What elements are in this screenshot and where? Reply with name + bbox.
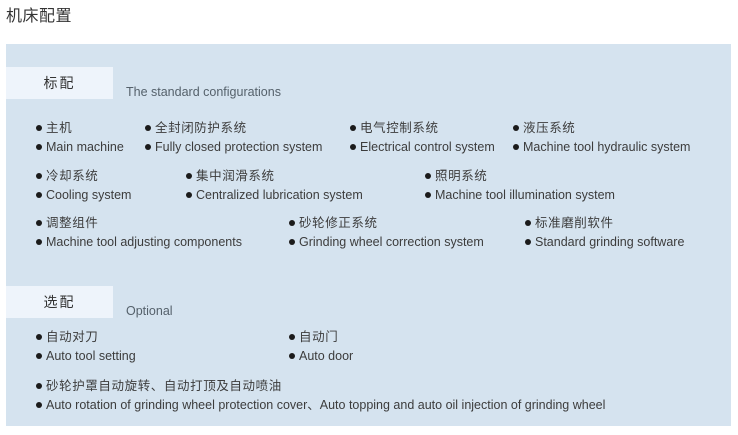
bullet-icon — [36, 125, 42, 131]
bullet-icon — [145, 125, 151, 131]
item-label-en: Machine tool hydraulic system — [513, 138, 690, 157]
bullet-icon — [525, 239, 531, 245]
list-item: 照明系统 Machine tool illumination system — [425, 167, 615, 205]
bullet-icon — [513, 144, 519, 150]
machine-configuration-panel: 标配 The standard configurations 主机 Main m… — [6, 44, 731, 426]
bullet-icon — [36, 353, 42, 359]
bullet-icon — [350, 144, 356, 150]
item-label-en: Cooling system — [36, 186, 131, 205]
item-label-cn: 自动门 — [289, 328, 353, 347]
bullet-icon — [350, 125, 356, 131]
list-item: 冷却系统 Cooling system — [36, 167, 131, 205]
bullet-icon — [36, 173, 42, 179]
item-label-en: Auto rotation of grinding wheel protecti… — [36, 396, 605, 415]
item-label-cn: 自动对刀 — [36, 328, 136, 347]
bullet-icon — [525, 220, 531, 226]
section-badge-standard: 标配 — [6, 67, 113, 99]
list-item: 调整组件 Machine tool adjusting components — [36, 214, 242, 252]
bullet-icon — [186, 192, 192, 198]
item-label-cn: 照明系统 — [425, 167, 615, 186]
list-item: 主机 Main machine — [36, 119, 124, 157]
item-label-en: Machine tool adjusting components — [36, 233, 242, 252]
item-label-en: Auto tool setting — [36, 347, 136, 366]
bullet-icon — [36, 144, 42, 150]
bullet-icon — [289, 220, 295, 226]
bullet-icon — [289, 334, 295, 340]
list-item: 自动对刀 Auto tool setting — [36, 328, 136, 366]
item-label-cn: 砂轮修正系统 — [289, 214, 484, 233]
bullet-icon — [289, 239, 295, 245]
list-item: 全封闭防护系统 Fully closed protection system — [145, 119, 322, 157]
item-label-cn: 冷却系统 — [36, 167, 131, 186]
bullet-icon — [145, 144, 151, 150]
item-label-en: Machine tool illumination system — [425, 186, 615, 205]
list-item: 自动门 Auto door — [289, 328, 353, 366]
item-label-cn: 主机 — [36, 119, 124, 138]
section-badge-optional: 选配 — [6, 286, 113, 318]
section-subtitle-standard: The standard configurations — [126, 85, 281, 99]
item-label-en: Electrical control system — [350, 138, 495, 157]
list-item: 液压系统 Machine tool hydraulic system — [513, 119, 690, 157]
bullet-icon — [36, 402, 42, 408]
item-label-cn: 电气控制系统 — [350, 119, 495, 138]
section-header-standard: 标配 The standard configurations — [6, 67, 731, 99]
list-item: 标准磨削软件 Standard grinding software — [525, 214, 684, 252]
list-item: 砂轮护罩自动旋转、自动打顶及自动喷油 Auto rotation of grin… — [36, 377, 605, 415]
bullet-icon — [425, 173, 431, 179]
list-item: 电气控制系统 Electrical control system — [350, 119, 495, 157]
bullet-icon — [36, 239, 42, 245]
bullet-icon — [425, 192, 431, 198]
item-label-cn: 全封闭防护系统 — [145, 119, 322, 138]
list-item: 集中润滑系统 Centralized lubrication system — [186, 167, 363, 205]
page-title: 机床配置 — [6, 8, 73, 25]
bullet-icon — [36, 192, 42, 198]
item-label-en: Grinding wheel correction system — [289, 233, 484, 252]
section-subtitle-optional: Optional — [126, 304, 173, 318]
item-label-en: Auto door — [289, 347, 353, 366]
bullet-icon — [36, 334, 42, 340]
item-label-en: Standard grinding software — [525, 233, 684, 252]
bullet-icon — [186, 173, 192, 179]
item-label-cn: 调整组件 — [36, 214, 242, 233]
item-label-cn: 标准磨削软件 — [525, 214, 684, 233]
bullet-icon — [513, 125, 519, 131]
bullet-icon — [36, 220, 42, 226]
item-label-en: Main machine — [36, 138, 124, 157]
bullet-icon — [289, 353, 295, 359]
item-label-cn: 液压系统 — [513, 119, 690, 138]
list-item: 砂轮修正系统 Grinding wheel correction system — [289, 214, 484, 252]
section-header-optional: 选配 Optional — [6, 286, 731, 318]
bullet-icon — [36, 383, 42, 389]
item-label-cn: 砂轮护罩自动旋转、自动打顶及自动喷油 — [36, 377, 605, 396]
item-label-en: Centralized lubrication system — [186, 186, 363, 205]
item-label-cn: 集中润滑系统 — [186, 167, 363, 186]
item-label-en: Fully closed protection system — [145, 138, 322, 157]
